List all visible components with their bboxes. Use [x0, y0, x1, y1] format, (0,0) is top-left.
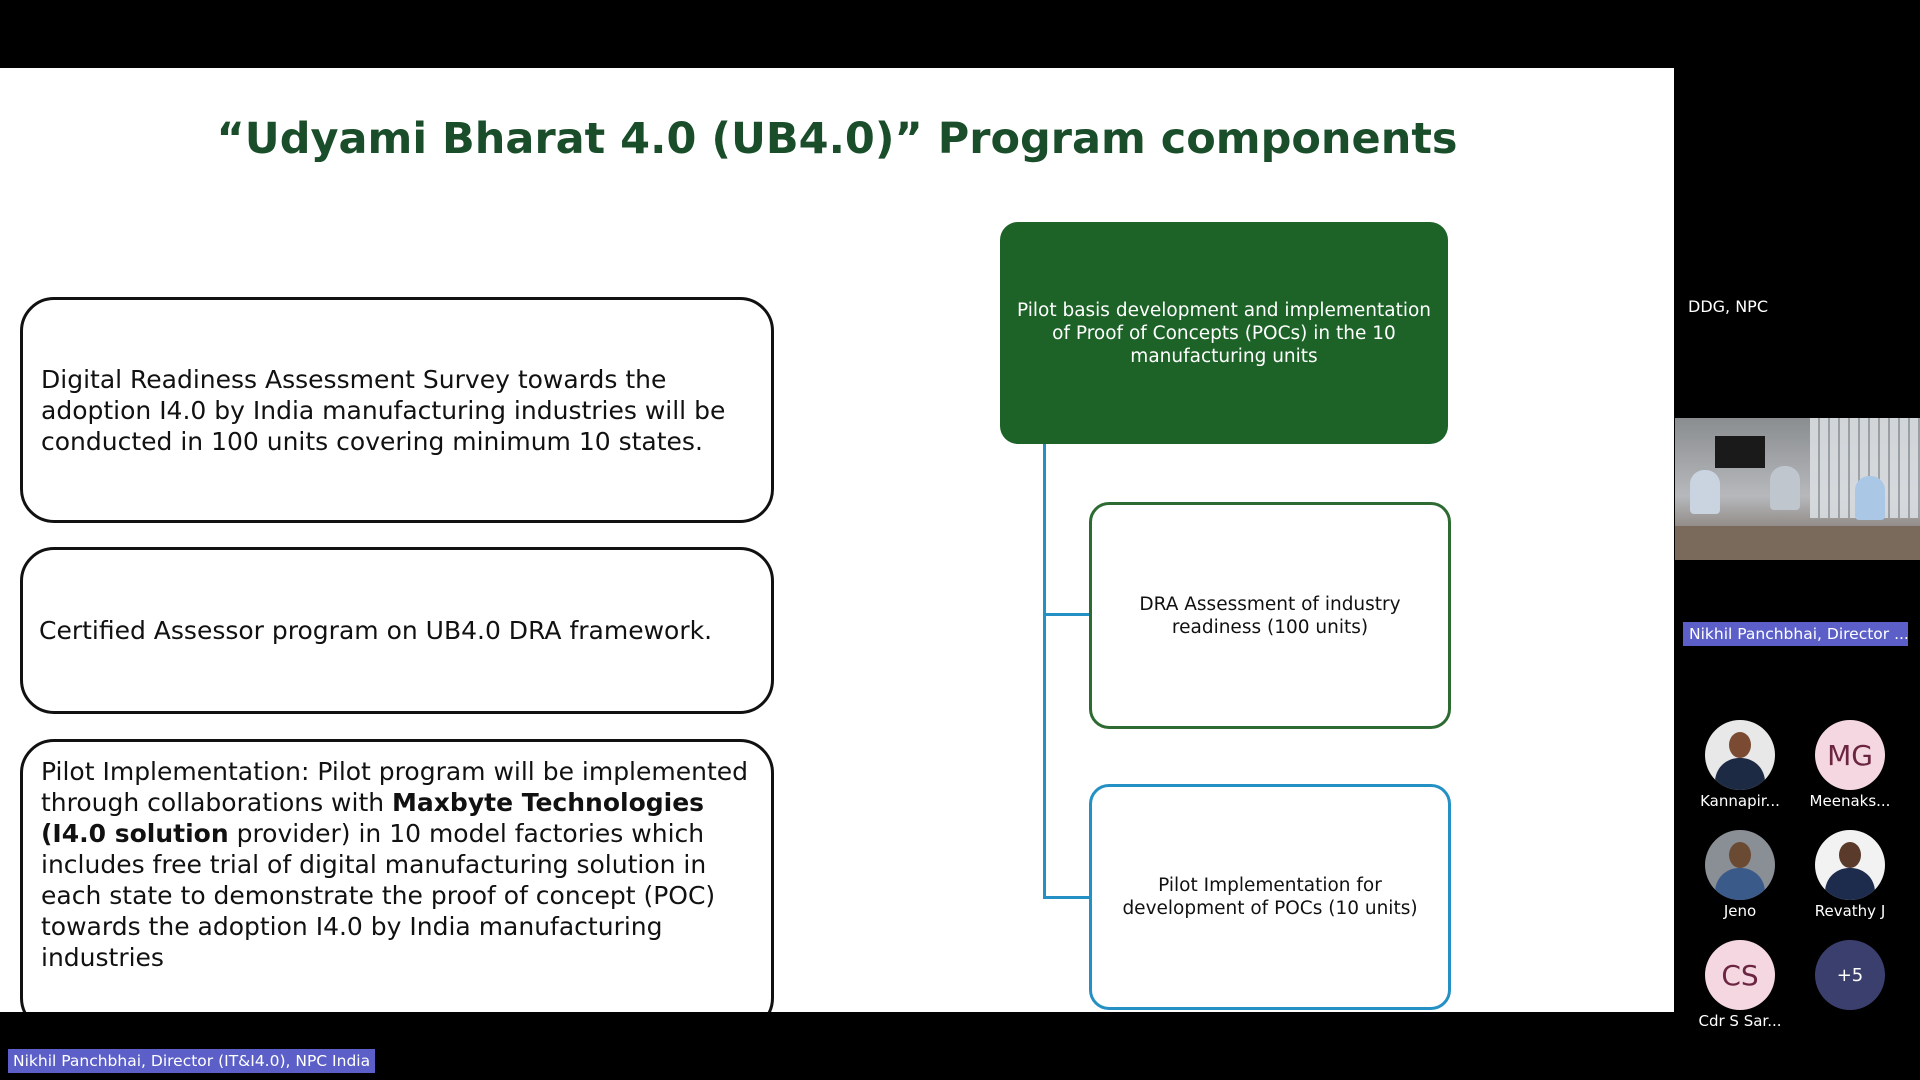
presentation-slide: “Udyami Bharat 4.0 (UB4.0)” Program comp… — [0, 68, 1674, 1012]
more-participants-button[interactable]: +5 — [1795, 940, 1905, 1010]
avatar-shoulders — [1715, 868, 1765, 900]
avatar — [1815, 830, 1885, 900]
hierarchy-child-text: DRA Assessment of industry readiness (10… — [1139, 593, 1401, 638]
hierarchy-root-text: Pilot basis development and implementati… — [1016, 299, 1432, 367]
participant-name: Kannapir... — [1700, 792, 1780, 810]
avatar-head — [1729, 842, 1751, 868]
hierarchy-child-pilot: Pilot Implementation for development of … — [1089, 784, 1451, 1010]
avatar: MG — [1815, 720, 1885, 790]
hierarchy-root-box: Pilot basis development and implementati… — [1000, 222, 1448, 444]
participant-name: Meenaks... — [1809, 792, 1891, 810]
component-box-pilot-implementation: Pilot Implementation: Pilot program will… — [20, 739, 774, 1012]
participant-tile[interactable]: Kannapir... — [1685, 720, 1795, 810]
component-box-assessor-program: Certified Assessor program on UB4.0 DRA … — [20, 547, 774, 714]
participant-tile[interactable]: Revathy J — [1795, 830, 1905, 920]
hierarchy-child-text: Pilot Implementation for development of … — [1122, 875, 1418, 919]
component-text: Digital Readiness Assessment Survey towa… — [41, 364, 726, 456]
avatar-shoulders — [1825, 868, 1875, 900]
video-person — [1690, 470, 1720, 514]
connector-vertical — [1043, 444, 1046, 899]
component-text-part: Pilot Implementation: Pilot program will… — [41, 757, 749, 817]
component-text: Pilot Implementation: Pilot program will… — [41, 756, 753, 973]
participant-label-ddg: DDG, NPC — [1688, 297, 1768, 316]
active-speaker-label: Nikhil Panchbhai, Director (IT&I4.0), NP… — [8, 1049, 376, 1073]
avatar — [1705, 720, 1775, 790]
avatar — [1705, 830, 1775, 900]
video-person — [1855, 476, 1885, 520]
avatar-head — [1729, 732, 1751, 758]
avatar: CS — [1705, 940, 1775, 1010]
connector-branch-2 — [1043, 896, 1089, 899]
participant-tile[interactable]: MG Meenaks... — [1795, 720, 1905, 810]
component-text-bold: Maxbyte Technologies (I4.0 solution — [41, 788, 705, 848]
video-name-label: Nikhil Panchbhai, Director ... — [1683, 622, 1908, 646]
avatar-head — [1839, 842, 1861, 868]
connector-branch-1 — [1043, 613, 1089, 616]
slide-title: “Udyami Bharat 4.0 (UB4.0)” Program comp… — [216, 114, 1458, 164]
component-text: Certified Assessor program on UB4.0 DRA … — [39, 616, 713, 645]
participant-name: Cdr S Sar... — [1698, 1012, 1782, 1030]
hierarchy-child-dra: DRA Assessment of industry readiness (10… — [1089, 502, 1451, 729]
participant-name: Revathy J — [1814, 902, 1886, 920]
participant-tile[interactable]: Jeno — [1685, 830, 1795, 920]
video-desk — [1675, 526, 1920, 560]
more-participants-count: +5 — [1815, 940, 1885, 1010]
video-person — [1770, 466, 1800, 510]
participant-video-feed[interactable] — [1675, 418, 1920, 560]
avatar-shoulders — [1715, 758, 1765, 790]
video-room-screen — [1715, 436, 1765, 468]
component-box-dra-survey: Digital Readiness Assessment Survey towa… — [20, 297, 774, 523]
participant-name: Jeno — [1723, 902, 1757, 920]
participant-tile[interactable]: CS Cdr S Sar... — [1685, 940, 1795, 1030]
component-text-part: provider) in 10 model factories which in… — [41, 819, 716, 972]
